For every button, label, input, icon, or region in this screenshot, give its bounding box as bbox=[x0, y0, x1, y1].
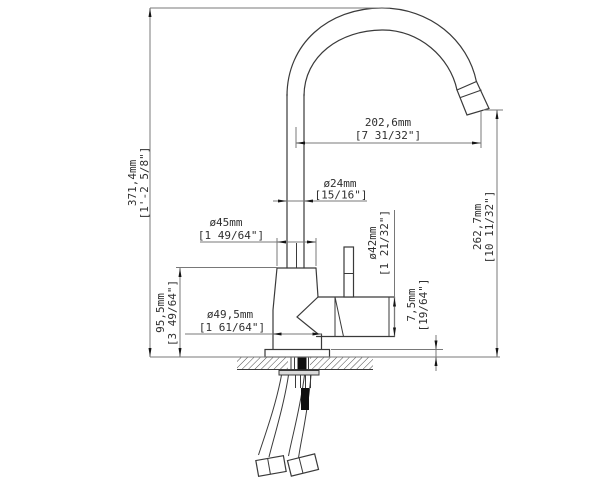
total-height-imperial: [1'-2 5/8"] bbox=[138, 147, 151, 220]
dimension-valve-housing-diameter: ø42mm [1 21/32"] bbox=[366, 210, 396, 337]
base-plate-height-imperial: [19/64"] bbox=[417, 279, 430, 332]
dimension-spout-reach: 202,6mm [7 31/32"] bbox=[295, 111, 482, 148]
hose-fitting-right bbox=[286, 453, 320, 477]
dimension-body-base-diameter: ø49,5mm [1 61/64"] bbox=[185, 308, 322, 336]
supply-hose-right bbox=[288, 374, 312, 459]
dimension-body-top-diameter: ø45mm [1 49/64"] bbox=[198, 216, 317, 266]
dimension-base-plate-height: 7,5mm [19/64"] bbox=[331, 279, 443, 371]
faucet-body bbox=[272, 267, 323, 351]
countertop-hatch-left bbox=[237, 357, 288, 370]
valve-housing-diameter-metric: ø42mm bbox=[366, 226, 379, 259]
body-base-diameter-imperial: [1 61/64"] bbox=[199, 321, 265, 334]
total-height-metric: 371,4mm bbox=[126, 159, 139, 206]
countertop bbox=[237, 357, 373, 370]
outlet-height-metric: 262,7mm bbox=[471, 203, 484, 250]
mounting-washer bbox=[278, 370, 320, 376]
valve-housing bbox=[315, 296, 396, 338]
spout-nozzle bbox=[456, 80, 490, 116]
base-plate-height-metric: 7,5mm bbox=[405, 288, 418, 321]
countertop-hatch-right bbox=[310, 357, 373, 370]
base-plate bbox=[264, 348, 331, 358]
body-height-metric: 95,5mm bbox=[154, 293, 167, 333]
valve-housing-diameter-imperial: [1 21/32"] bbox=[378, 210, 391, 276]
dimension-outlet-height: 262,7mm [10 11/32"] bbox=[471, 109, 503, 357]
spout-tube-diameter-imperial: [15/16"] bbox=[315, 189, 368, 202]
hose-fitting-left bbox=[255, 454, 287, 478]
dimension-total-height: 371,4mm [1'-2 5/8"] bbox=[126, 7, 390, 357]
spout-reach-imperial: [7 31/32"] bbox=[355, 129, 421, 142]
outlet-height-imperial: [10 11/32"] bbox=[483, 191, 496, 264]
dimension-body-height: 95,5mm [3 49/64"] bbox=[154, 267, 277, 357]
threaded-stud bbox=[301, 388, 309, 410]
spout-reach-metric: 202,6mm bbox=[365, 116, 412, 129]
body-top-diameter-imperial: [1 49/64"] bbox=[198, 229, 264, 242]
threaded-stud-section bbox=[297, 357, 307, 370]
body-top-diameter-metric: ø45mm bbox=[209, 216, 242, 229]
body-height-imperial: [3 49/64"] bbox=[166, 280, 179, 346]
handle-lever bbox=[343, 246, 355, 298]
dimension-spout-tube-diameter: ø24mm [15/16"] bbox=[273, 177, 367, 203]
body-base-diameter-metric: ø49,5mm bbox=[207, 308, 254, 321]
spout-tube-diameter-metric: ø24mm bbox=[323, 177, 356, 190]
supply-hose-left bbox=[258, 374, 289, 458]
